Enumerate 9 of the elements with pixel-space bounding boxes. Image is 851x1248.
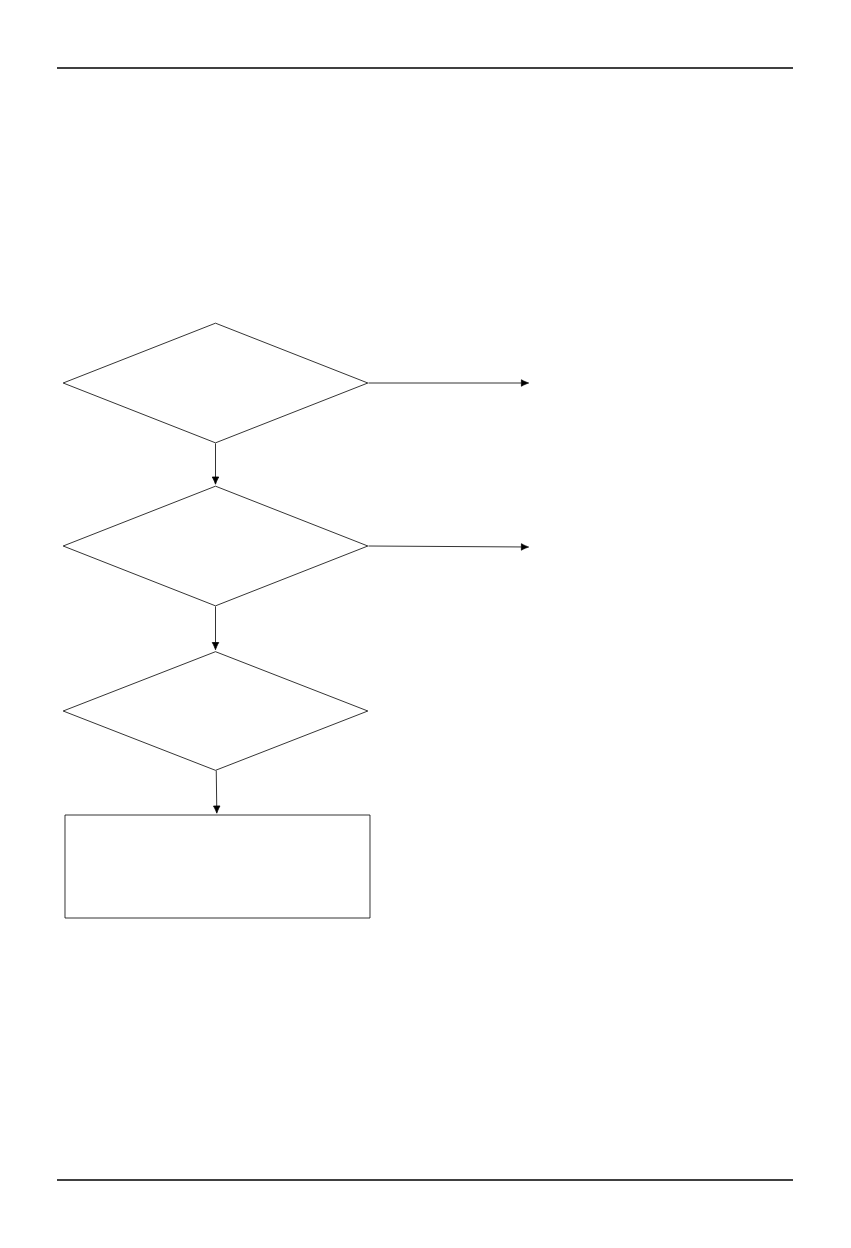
arrow — [211, 606, 220, 651]
arrow — [213, 770, 221, 814]
process-box — [64, 814, 371, 919]
arrow — [211, 443, 220, 485]
decision-diamond — [62, 651, 369, 771]
decision-diamond — [62, 322, 369, 444]
arrow — [368, 543, 529, 551]
arrow — [368, 379, 529, 387]
decision-diamond — [62, 485, 369, 607]
